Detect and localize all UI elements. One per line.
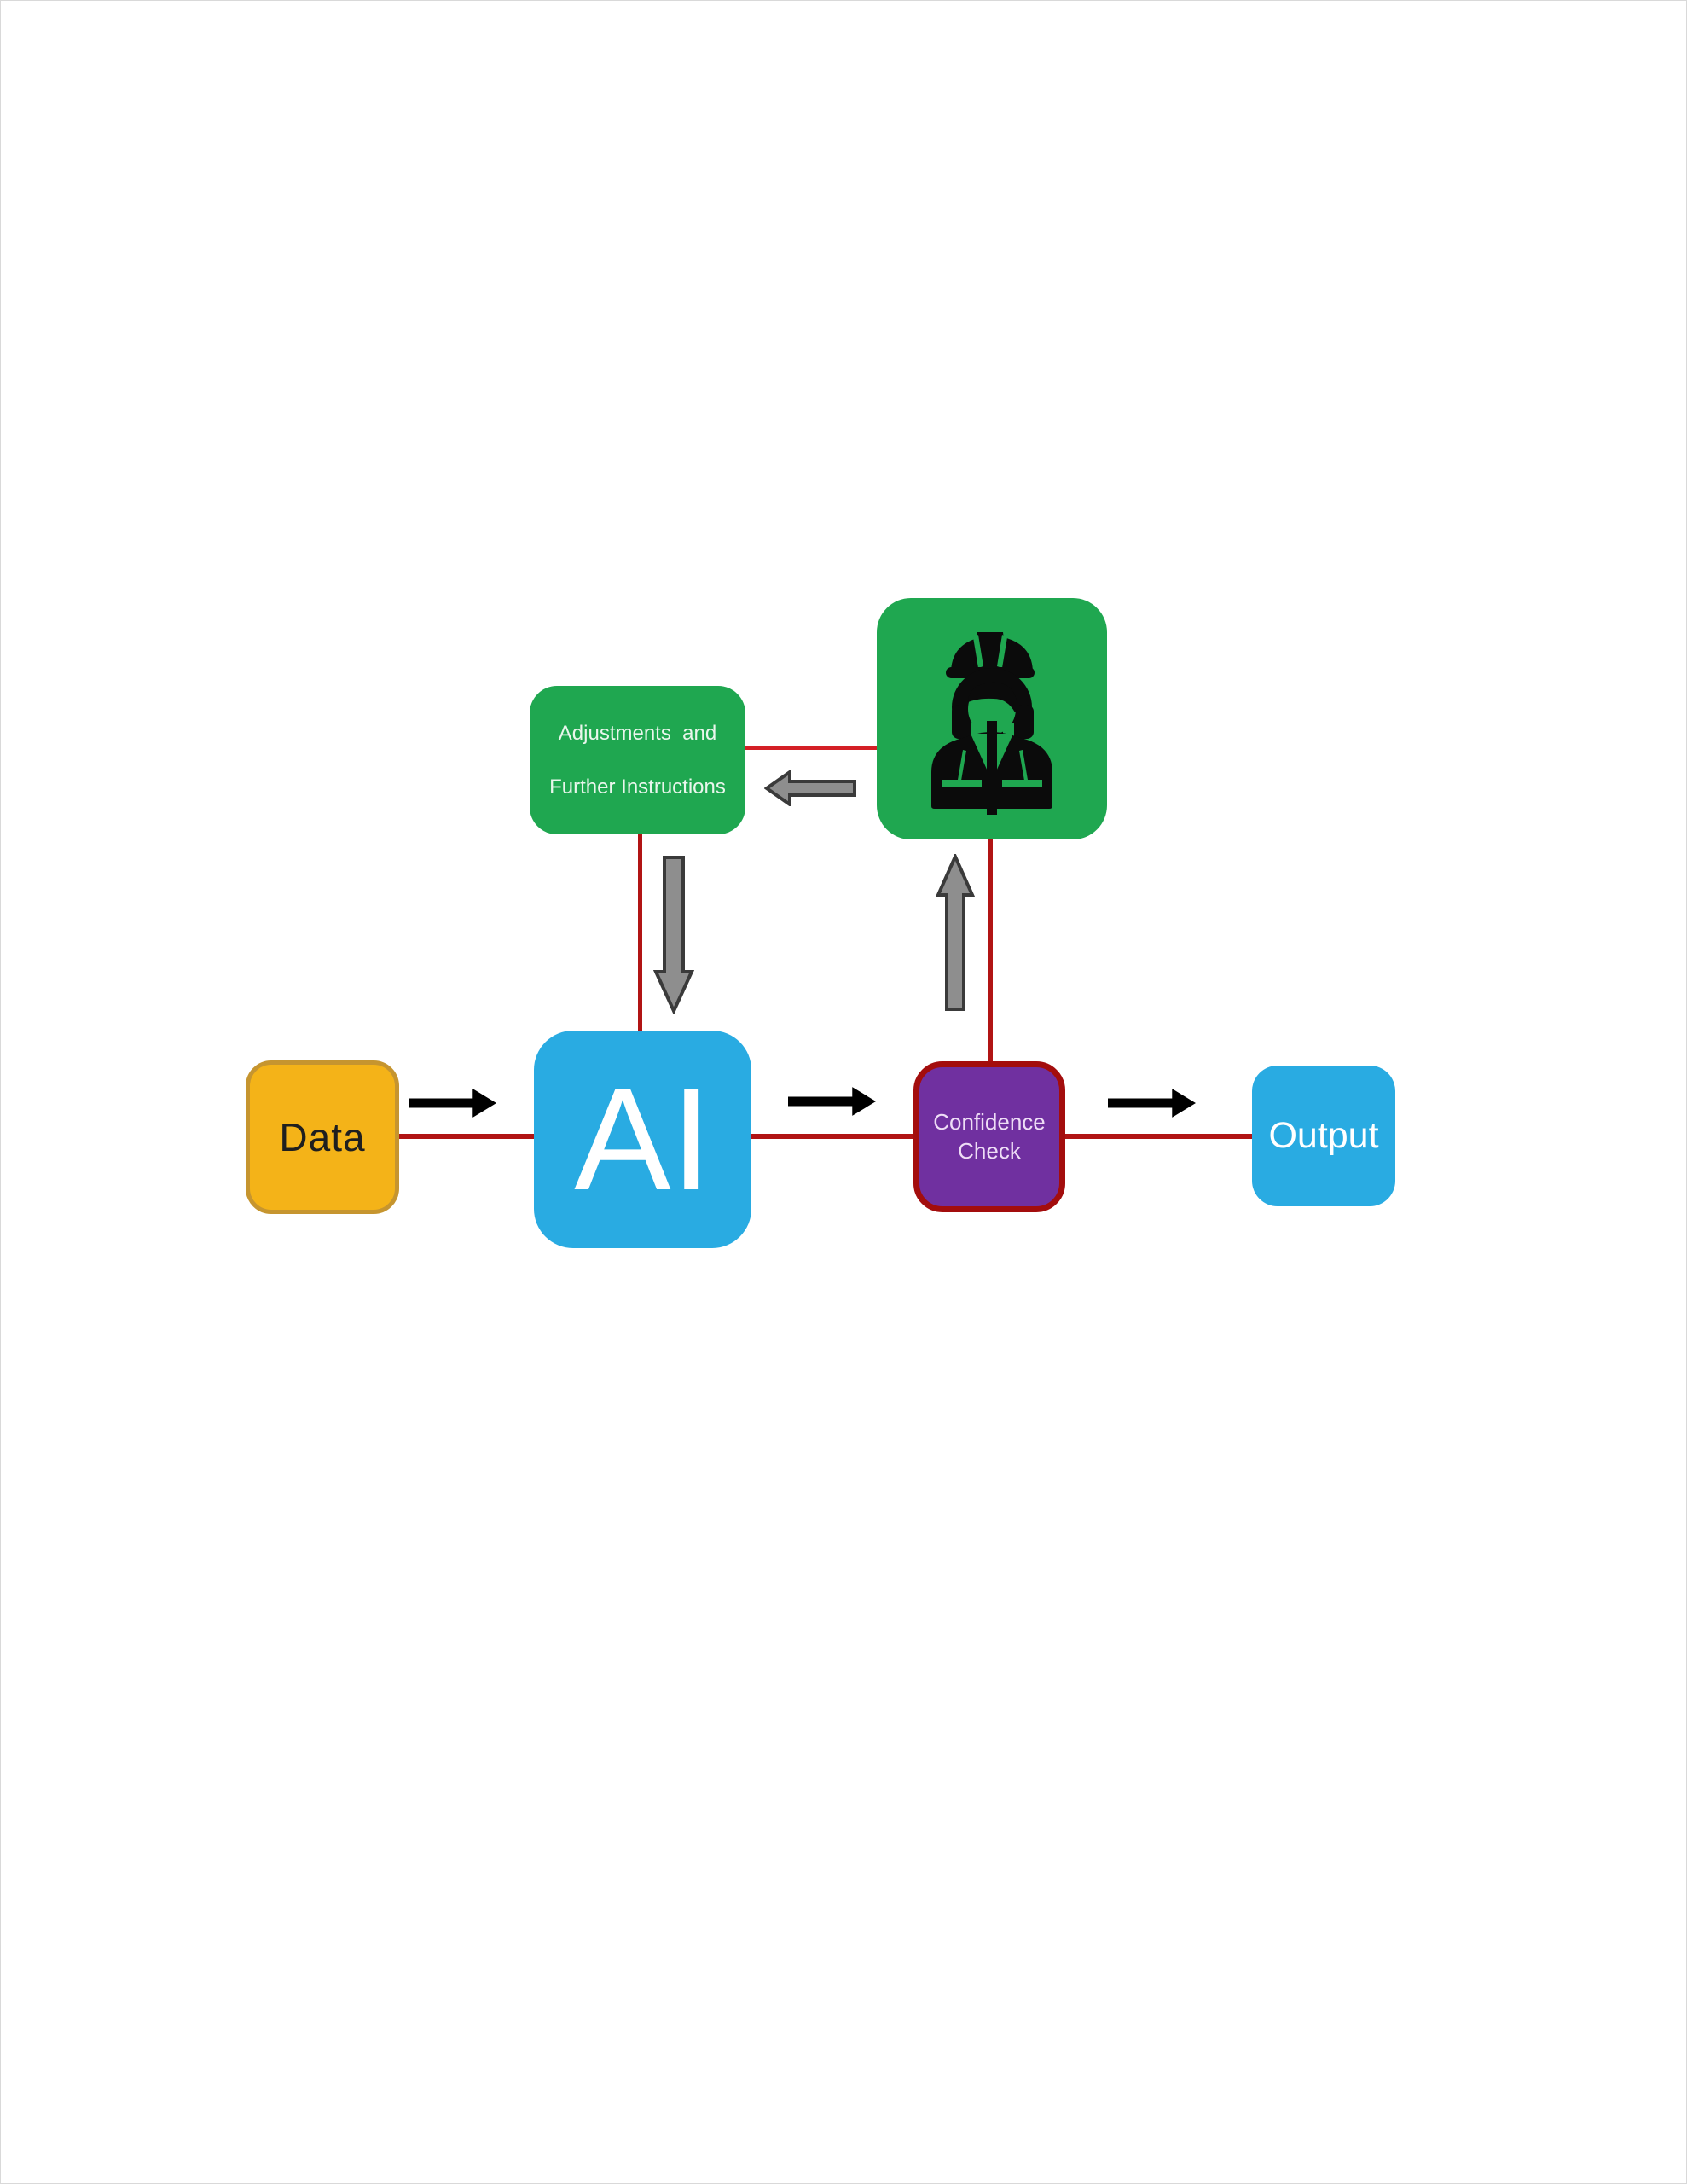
confidence-check-label-line1: Confidence [933, 1108, 1046, 1135]
arrow-ai-to-confidence-icon [788, 1087, 876, 1116]
arrow-adjustments-to-ai-icon [653, 856, 694, 1014]
human-reviewer-node [877, 598, 1107, 839]
arrow-confidence-to-output-icon [1108, 1089, 1196, 1118]
confidence-check-label-line2: Check [958, 1137, 1021, 1164]
connector-adjustments-to-ai [638, 834, 642, 1031]
output-node-label: Output [1268, 1115, 1379, 1156]
data-node-label: Data [279, 1115, 366, 1159]
adjustments-node-label: Adjustments and Further Instructions [549, 720, 726, 800]
connector-confidence-to-human [988, 838, 993, 1062]
output-node: Output [1252, 1066, 1395, 1206]
connector-ai-to-confidence [749, 1134, 916, 1139]
arrow-data-to-ai-icon [409, 1089, 496, 1118]
connector-human-to-adjustments [745, 746, 878, 750]
arrow-human-to-adjustments-icon [764, 770, 856, 806]
ai-node: AI [534, 1031, 751, 1248]
connector-confidence-to-output [1063, 1134, 1255, 1139]
adjustments-node-label-line1: Adjustments and [558, 722, 717, 746]
confidence-check-node-label: Confidence Check [933, 1108, 1046, 1166]
connector-data-to-ai [397, 1134, 536, 1139]
adjustments-node: Adjustments and Further Instructions [530, 686, 745, 834]
female-construction-worker-icon [931, 632, 1052, 815]
confidence-check-node: Confidence Check [913, 1061, 1065, 1212]
adjustments-node-label-line2: Further Instructions [549, 775, 726, 799]
data-node: Data [246, 1060, 399, 1214]
arrow-confidence-to-human-icon [936, 854, 975, 1011]
ai-node-label: AI [574, 1058, 711, 1221]
